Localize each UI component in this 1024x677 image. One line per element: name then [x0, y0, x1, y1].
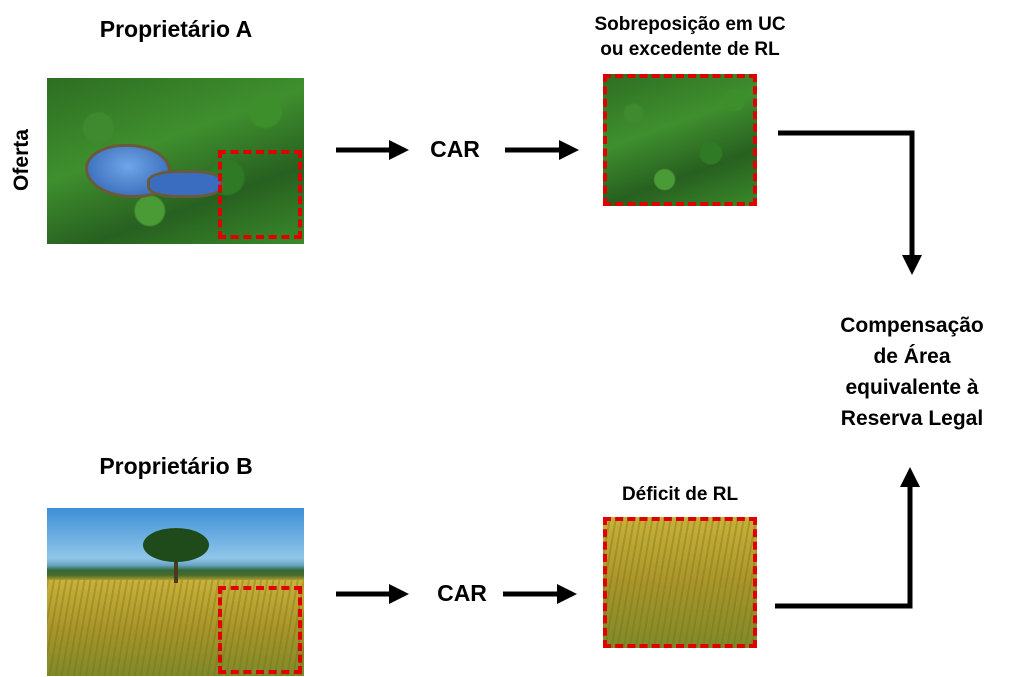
tree-crown: [143, 528, 209, 562]
compensation-line: Compensação: [840, 314, 984, 337]
surplus-label-line2: ou excedente de RL: [600, 39, 780, 60]
owner-b-photo: [47, 508, 304, 676]
surplus-highlight: [603, 74, 757, 206]
owner-a-photo: [47, 78, 304, 244]
lake-arm: [147, 170, 223, 198]
owner-a-label: Proprietário A: [99, 16, 253, 42]
offer-side-label: Oferta: [10, 129, 33, 191]
compensation-line: de Área: [873, 345, 951, 368]
surplus-label-line1: Sobreposição em UC: [594, 14, 786, 35]
lake: [85, 144, 171, 198]
compensation-line: equivalente à: [845, 376, 979, 399]
deficit-highlight: [603, 517, 757, 648]
compensation-label: Compensação de Área equivalente à Reserv…: [812, 310, 1012, 434]
grass: [47, 580, 304, 676]
surplus-photo: [603, 74, 757, 206]
deficit-label: Déficit de RL: [621, 484, 739, 505]
connector-arrow-down-icon: [778, 130, 922, 275]
connector-arrow-up-icon: [775, 467, 920, 609]
tree-trunk: [174, 543, 178, 583]
surplus-label: Sobreposição em UC ou excedente de RL: [560, 12, 820, 62]
area-highlight: [218, 586, 302, 674]
car-label-top: CAR: [430, 136, 480, 162]
car-label-bottom: CAR: [437, 580, 487, 606]
compensation-line: Reserva Legal: [840, 407, 984, 430]
area-highlight: [218, 150, 302, 239]
owner-b-label: Proprietário B: [99, 453, 253, 479]
deficit-photo: [603, 517, 757, 648]
